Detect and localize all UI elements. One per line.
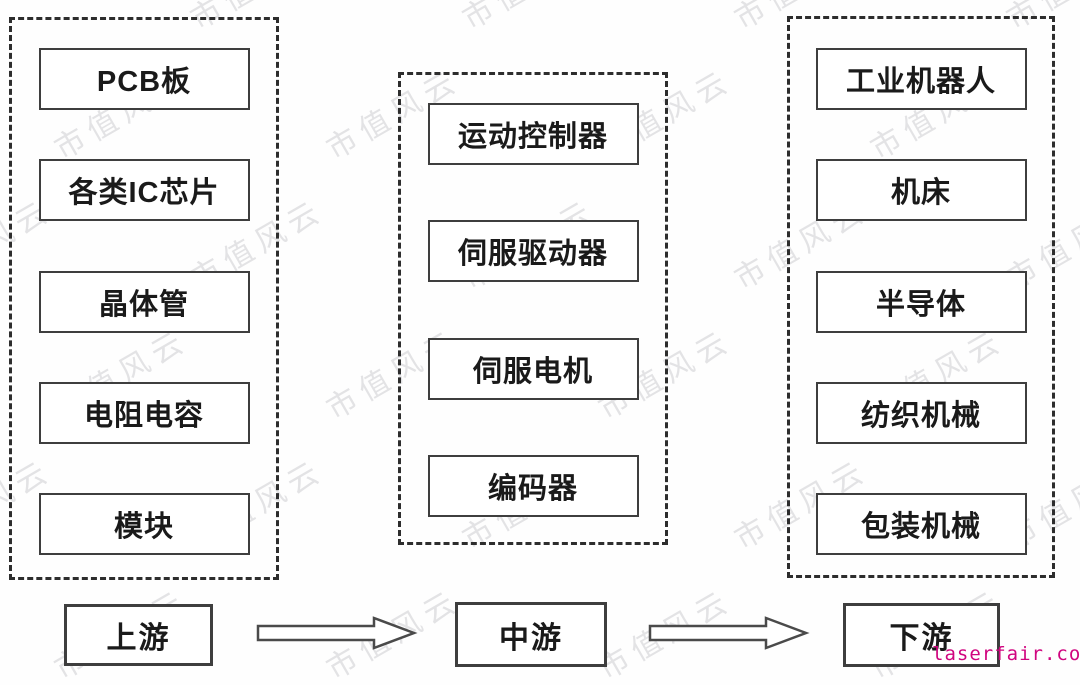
downstream-group: 工业机器人机床半导体纺织机械包装机械	[787, 16, 1055, 578]
component-box: 纺织机械	[815, 381, 1027, 444]
component-box: 机床	[815, 159, 1027, 222]
flow-label-midstream: 中游	[455, 602, 607, 667]
component-box: 包装机械	[815, 493, 1027, 555]
midstream-group: 运动控制器伺服驱动器伺服电机编码器	[398, 72, 668, 545]
component-box: 电阻电容	[38, 381, 250, 444]
component-box: 晶体管	[38, 270, 250, 333]
flow-label-upstream: 上游	[64, 604, 213, 666]
flow-label-downstream: 下游	[843, 603, 1000, 667]
site-credit: laserfair.com	[932, 643, 1080, 665]
upstream-group: PCB板各类IC芯片晶体管电阻电容模块	[9, 17, 279, 580]
component-box: 半导体	[815, 270, 1027, 333]
component-box: 伺服驱动器	[427, 220, 639, 283]
component-box: 运动控制器	[427, 103, 639, 165]
component-box: PCB板	[38, 48, 250, 110]
component-box: 编码器	[427, 454, 639, 517]
component-box: 工业机器人	[815, 48, 1027, 110]
watermark-text: 市值风云	[453, 0, 603, 38]
flow-arrow-icon	[648, 616, 810, 650]
component-box: 伺服电机	[427, 337, 639, 400]
component-box: 各类IC芯片	[38, 159, 250, 222]
flow-arrow-icon	[256, 616, 418, 650]
component-box: 模块	[38, 493, 250, 555]
